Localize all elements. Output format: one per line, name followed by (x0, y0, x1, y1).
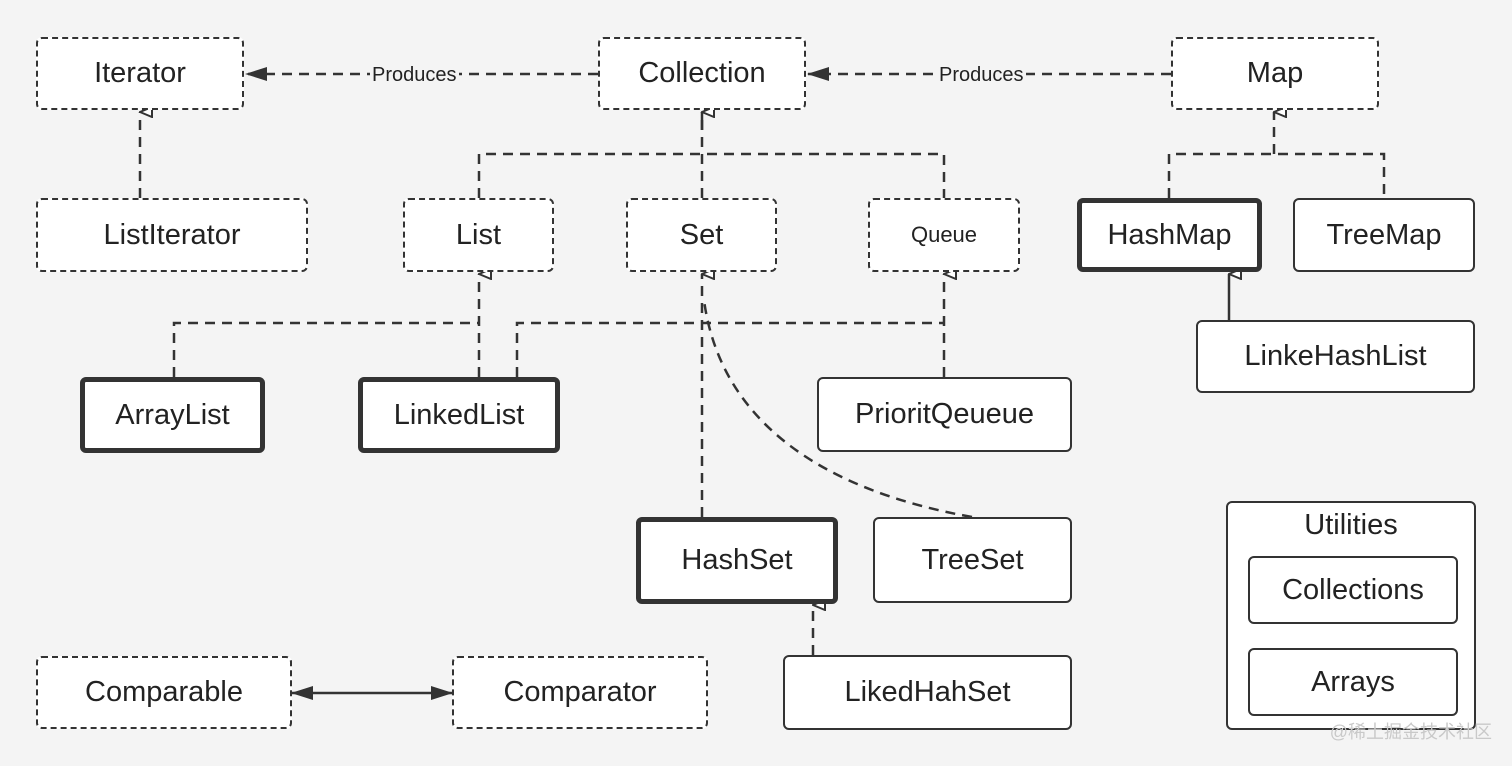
node-queue[interactable]: Queue (868, 198, 1020, 272)
node-linkedlist[interactable]: LinkedList (358, 377, 560, 453)
edge-linkedlist-priorityqueue-queue (515, 274, 944, 377)
node-comparable[interactable]: Comparable (36, 656, 292, 729)
watermark: @稀土掘金技术社区 (1329, 722, 1492, 742)
edge-hashmap-treemap-map (1167, 112, 1386, 198)
node-arrays[interactable]: Arrays (1248, 648, 1458, 716)
edge-treeset-set (702, 299, 973, 519)
node-linkehashlist[interactable]: LinkeHashList (1196, 320, 1475, 393)
node-treemap[interactable]: TreeMap (1293, 198, 1475, 272)
edge-list-set-queue-collection (477, 112, 946, 198)
node-listiterator[interactable]: ListIterator (36, 198, 308, 272)
produces-label-right: Produces (937, 63, 1026, 87)
node-likedhahset[interactable]: LikedHahSet (783, 655, 1072, 730)
node-set[interactable]: Set (626, 198, 777, 272)
node-treeset[interactable]: TreeSet (873, 517, 1072, 603)
node-map[interactable]: Map (1171, 37, 1379, 110)
node-collections[interactable]: Collections (1248, 556, 1458, 624)
utilities-title: Utilities (1304, 509, 1398, 541)
node-prioritqeueue[interactable]: PrioritQeueue (817, 377, 1072, 452)
produces-label-left: Produces (370, 63, 459, 87)
node-list[interactable]: List (403, 198, 554, 272)
node-hashmap[interactable]: HashMap (1077, 198, 1262, 272)
node-comparator[interactable]: Comparator (452, 656, 708, 729)
node-hashset[interactable]: HashSet (636, 517, 838, 604)
node-iterator[interactable]: Iterator (36, 37, 244, 110)
node-collection[interactable]: Collection (598, 37, 806, 110)
edge-arraylist-linkedlist-list (172, 274, 479, 377)
node-arraylist[interactable]: ArrayList (80, 377, 265, 453)
